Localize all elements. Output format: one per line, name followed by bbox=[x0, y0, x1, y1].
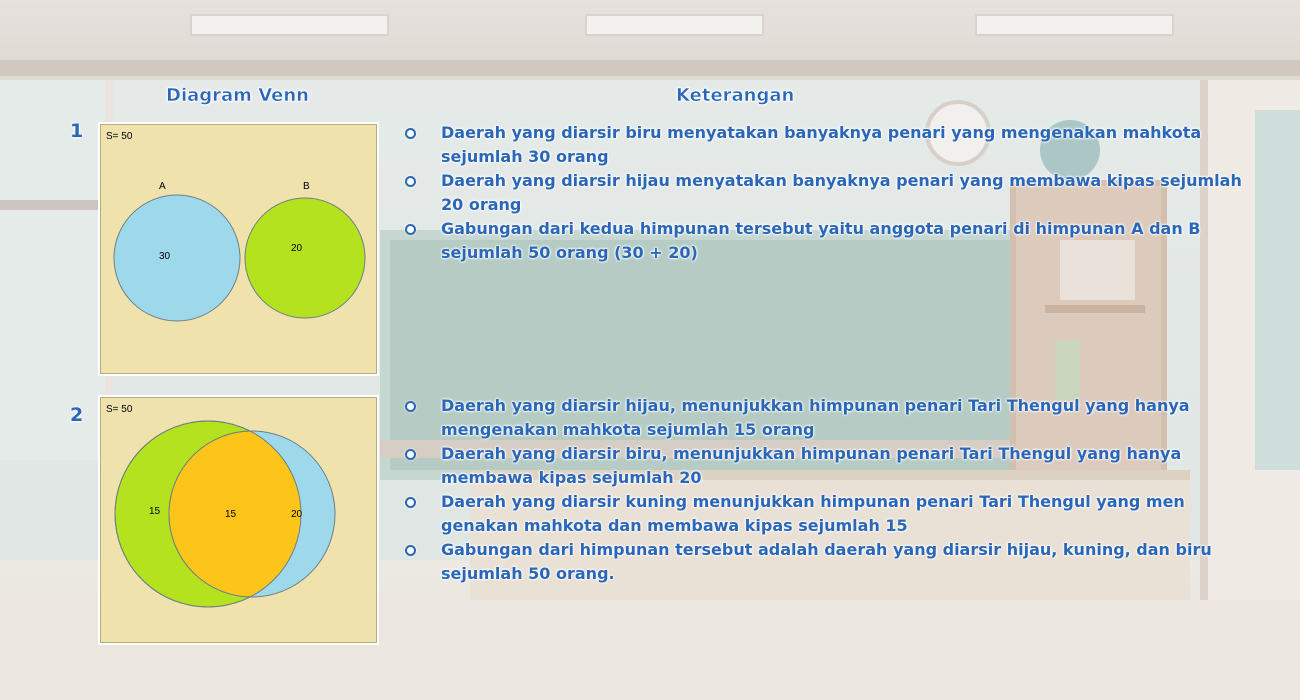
list-item: Daerah yang diarsir biru, menunjukkan hi… bbox=[405, 442, 1248, 490]
b-only-count: 20 bbox=[291, 243, 303, 254]
set-b-label: B bbox=[303, 181, 310, 192]
universe-label: S= 50 bbox=[106, 404, 133, 415]
bullet-icon bbox=[405, 497, 416, 508]
b-only-count: 20 bbox=[291, 509, 303, 520]
list-item: Daerah yang diarsir kuning menunjukkan h… bbox=[405, 490, 1248, 538]
note-text: Daerah yang diarsir kuning menunjukkan h… bbox=[441, 492, 1185, 535]
bullet-icon bbox=[405, 176, 416, 187]
bullet-icon bbox=[405, 545, 416, 556]
note-text: Daerah yang diarsir biru, menunjukkan hi… bbox=[441, 444, 1182, 487]
list-item: Daerah yang diarsir hijau menyatakan ban… bbox=[405, 169, 1248, 217]
venn-svg-1: S= 50 A B 30 20 bbox=[106, 131, 366, 322]
intersection-count: 15 bbox=[225, 509, 237, 520]
row-number: 2 bbox=[70, 404, 84, 426]
note-text: Daerah yang diarsir biru menyatakan bany… bbox=[441, 123, 1202, 166]
a-only-count: 30 bbox=[159, 251, 171, 262]
set-a-circle bbox=[113, 194, 241, 322]
explanation-list-1: Daerah yang diarsir biru menyatakan bany… bbox=[405, 121, 1248, 265]
explanation-list-2: Daerah yang diarsir hijau, menunjukkan h… bbox=[405, 394, 1248, 586]
list-item: Gabungan dari kedua himpunan tersebut ya… bbox=[405, 217, 1248, 265]
explanation-heading: Keterangan bbox=[676, 85, 795, 107]
bullet-icon bbox=[405, 128, 416, 139]
bullet-icon bbox=[405, 449, 416, 460]
bullet-icon bbox=[405, 401, 416, 412]
list-item: Gabungan dari himpunan tersebut adalah d… bbox=[405, 538, 1248, 586]
a-only-count: 15 bbox=[149, 506, 161, 517]
note-text: Daerah yang diarsir hijau, menunjukkan h… bbox=[441, 396, 1190, 439]
bullet-icon bbox=[405, 224, 416, 235]
row-number: 1 bbox=[70, 120, 84, 142]
venn-diagram-2: S= 50 A B 15 15 20 bbox=[100, 397, 377, 643]
universe-label: S= 50 bbox=[106, 131, 133, 142]
list-item: Daerah yang diarsir biru menyatakan bany… bbox=[405, 121, 1248, 169]
set-b-circle bbox=[244, 197, 366, 319]
note-text: Gabungan dari himpunan tersebut adalah d… bbox=[441, 540, 1212, 583]
list-item: Daerah yang diarsir hijau, menunjukkan h… bbox=[405, 394, 1248, 442]
set-a-label: A bbox=[159, 181, 166, 192]
set-a-outline bbox=[114, 420, 302, 608]
note-text: Daerah yang diarsir hijau menyatakan ban… bbox=[441, 171, 1242, 214]
note-text: Gabungan dari kedua himpunan tersebut ya… bbox=[441, 219, 1201, 262]
diagram-heading: Diagram Venn bbox=[166, 85, 309, 107]
venn-svg-2: S= 50 A B 15 15 20 bbox=[106, 404, 336, 608]
venn-diagram-1: S= 50 A B 30 20 bbox=[100, 124, 377, 374]
